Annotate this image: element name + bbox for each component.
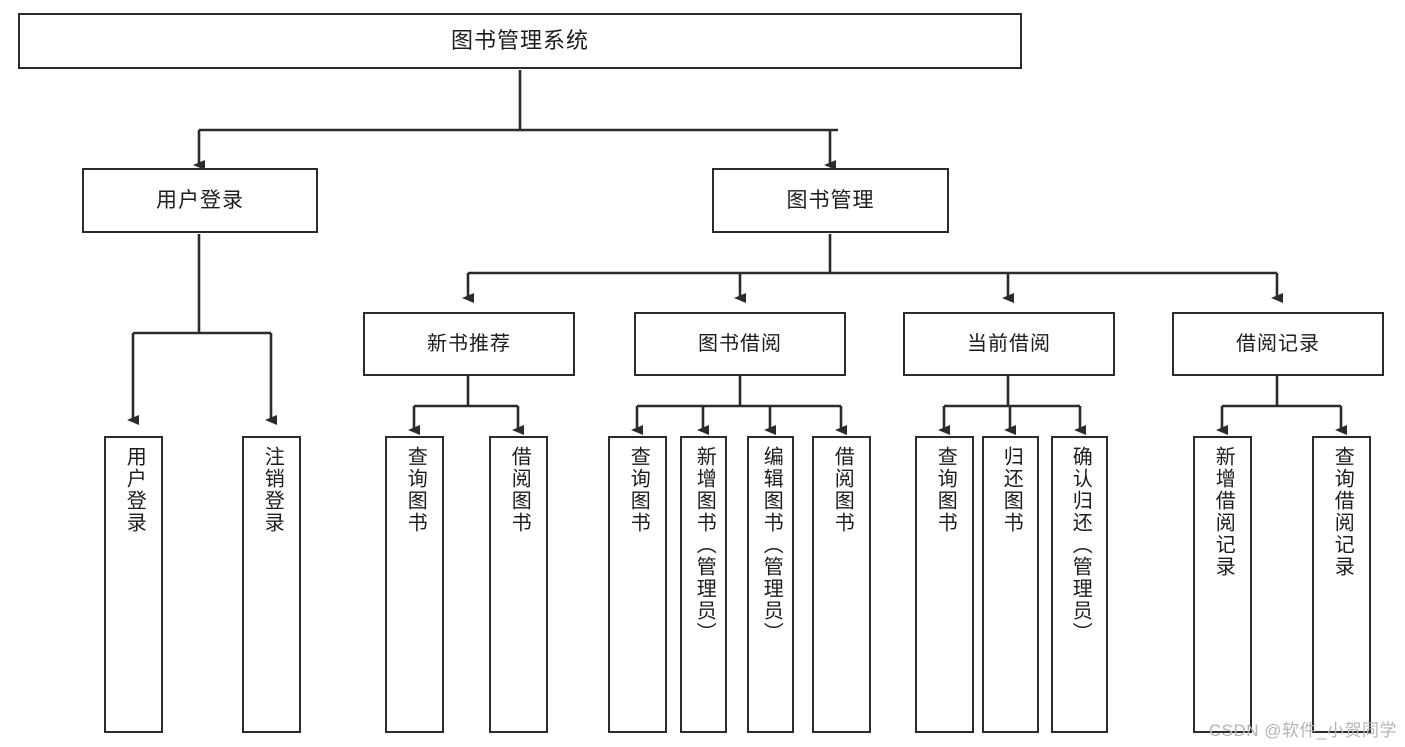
csdn-watermark: CSDN @软件_小贺同学 (1208, 721, 1397, 740)
leaf-label: 确认归还（管理员） (1069, 446, 1092, 644)
node-borrow-record[interactable]: 借阅记录 (1172, 312, 1384, 376)
leaf-new-book-borrow[interactable]: 借阅图书 (489, 436, 548, 733)
leaf-label: 用户登录 (123, 446, 146, 534)
node-book-borrow[interactable]: 图书借阅 (634, 312, 846, 376)
leaf-new-book-query[interactable]: 查询图书 (385, 436, 444, 733)
node-root[interactable]: 图书管理系统 (18, 13, 1022, 69)
node-book-management[interactable]: 图书管理 (712, 168, 949, 233)
node-current-borrow-label: 当前借阅 (967, 333, 1051, 355)
leaf-current-query-book[interactable]: 查询图书 (915, 436, 974, 733)
leaf-label: 查询图书 (627, 446, 650, 534)
leaf-borrow-add-book-admin[interactable]: 新增图书（管理员） (680, 436, 727, 733)
leaf-label: 查询借阅记录 (1331, 446, 1354, 578)
leaf-label: 归还图书 (1000, 446, 1023, 534)
node-current-borrow[interactable]: 当前借阅 (903, 312, 1115, 376)
node-new-book-recommend-label: 新书推荐 (427, 333, 511, 355)
node-user-login-label: 用户登录 (156, 188, 244, 212)
leaf-user-login-signin[interactable]: 用户登录 (104, 436, 163, 733)
leaf-label: 查询图书 (404, 446, 427, 534)
node-borrow-record-label: 借阅记录 (1236, 333, 1320, 355)
leaf-label: 编辑图书（管理员） (760, 446, 783, 644)
node-book-borrow-label: 图书借阅 (698, 333, 782, 355)
leaf-label: 借阅图书 (508, 446, 531, 534)
leaf-current-confirm-return-admin[interactable]: 确认归还（管理员） (1051, 436, 1108, 733)
leaf-record-add[interactable]: 新增借阅记录 (1193, 436, 1252, 733)
leaf-borrow-query-book[interactable]: 查询图书 (608, 436, 667, 733)
leaf-label: 查询图书 (934, 446, 957, 534)
node-book-management-label: 图书管理 (786, 188, 875, 212)
leaf-user-login-signout[interactable]: 注销登录 (242, 436, 301, 733)
node-new-book-recommend[interactable]: 新书推荐 (363, 312, 575, 376)
node-root-label: 图书管理系统 (450, 27, 589, 53)
node-user-login[interactable]: 用户登录 (82, 168, 318, 233)
leaf-current-return-book[interactable]: 归还图书 (982, 436, 1039, 733)
leaf-record-query[interactable]: 查询借阅记录 (1312, 436, 1371, 733)
leaf-borrow-edit-book-admin[interactable]: 编辑图书（管理员） (747, 436, 794, 733)
leaf-borrow-borrow-book[interactable]: 借阅图书 (812, 436, 871, 733)
leaf-label: 新增借阅记录 (1212, 446, 1235, 578)
leaf-label: 新增图书（管理员） (693, 446, 716, 644)
leaf-label: 注销登录 (261, 446, 284, 534)
leaf-label: 借阅图书 (831, 446, 854, 534)
